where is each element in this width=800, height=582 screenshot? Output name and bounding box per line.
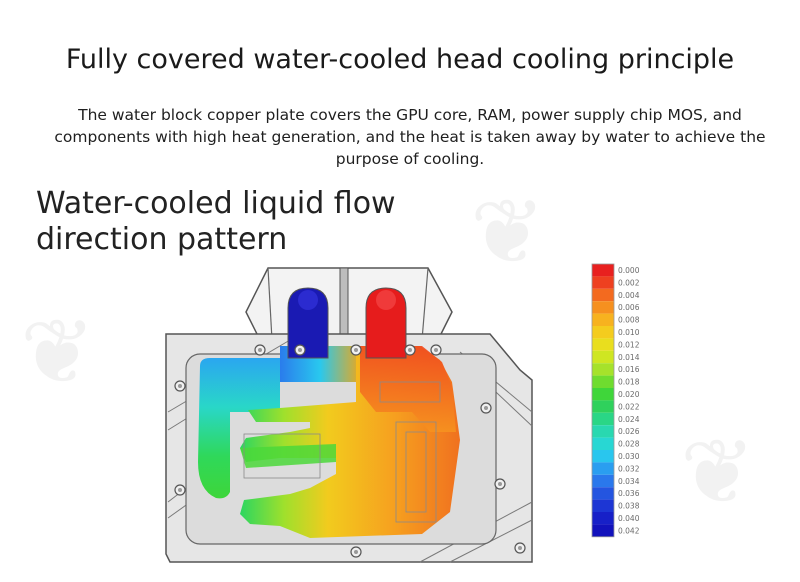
legend-label: 0.004 [618, 291, 640, 300]
fitting-line [421, 267, 429, 341]
page-description: The water block copper plate covers the … [54, 105, 766, 168]
inlet-port [287, 287, 329, 359]
legend-swatch [592, 350, 614, 364]
legend-swatch [592, 276, 614, 289]
flow-left-tongue [240, 444, 336, 468]
legend-label: 0.034 [618, 477, 640, 486]
screws [174, 344, 526, 558]
legend-swatch [592, 400, 614, 413]
outlet-port-hole [376, 290, 396, 310]
legend-label: 0.038 [618, 502, 640, 511]
flow-left-channel [198, 358, 280, 499]
flow-outlines [243, 381, 441, 523]
legend-swatch [592, 313, 614, 326]
legend-label: 0.020 [618, 390, 640, 399]
legend-swatch [592, 412, 614, 426]
legend-swatch [592, 326, 614, 339]
background-watermark: ❦ [680, 420, 756, 525]
page-title: Fully covered water-cooled head cooling … [65, 44, 735, 76]
legend-label: 0.036 [618, 489, 640, 498]
legend-swatch [592, 301, 614, 314]
flow-heading-line1: Water-cooled liquid flow [36, 186, 396, 221]
water-block-diagram [165, 267, 533, 563]
legend-label: 0.032 [618, 464, 640, 473]
legend-swatch [592, 487, 614, 500]
legend-label: 0.002 [618, 278, 640, 287]
legend-label: 0.012 [618, 340, 640, 349]
inlet-port-hole [298, 290, 318, 310]
legend-label: 0.010 [618, 328, 640, 337]
legend-swatch [592, 524, 614, 537]
flow-right-hot-zone [360, 346, 456, 432]
legend-label: 0.022 [618, 402, 640, 411]
outlet-port [365, 287, 407, 359]
legend-label: 0.000 [618, 266, 640, 275]
legend-swatch [592, 375, 614, 388]
legend-label: 0.026 [618, 427, 640, 436]
screw-centers [178, 348, 522, 554]
legend-swatch [592, 462, 614, 475]
color-scale-legend: 0.000 0.002 0.004 0.006 0.008 0.010 0.012 0.014… [591, 263, 640, 538]
legend-label: 0.024 [618, 415, 640, 424]
legend-label: 0.028 [618, 440, 640, 449]
legend-border [591, 263, 615, 538]
legend-label: 0.030 [618, 452, 640, 461]
legend-label: 0.006 [618, 303, 640, 312]
legend-swatch [592, 437, 614, 450]
fitting-line [267, 267, 273, 341]
legend-swatch [592, 474, 614, 488]
legend-swatch [592, 450, 614, 463]
flow-heading: Water-cooled liquid flow direction patte… [36, 186, 416, 258]
legend-swatch [592, 338, 614, 351]
legend-swatch [592, 363, 614, 376]
legend-label: 0.016 [618, 365, 640, 374]
fitting-bar [339, 267, 349, 341]
legend-label: 0.014 [618, 353, 640, 362]
flow-heading-line2: direction pattern [36, 222, 288, 257]
legend-label: 0.040 [618, 514, 640, 523]
legend-swatch [592, 499, 614, 512]
background-watermark: ❦ [470, 180, 546, 285]
fitting-block [245, 267, 453, 341]
legend-swatch [592, 512, 614, 525]
legend-label: 0.042 [618, 526, 640, 535]
legend-swatch [592, 264, 614, 277]
legend-swatch [592, 388, 614, 401]
legend-label: 0.008 [618, 316, 640, 325]
legend-label: 0.018 [618, 378, 640, 387]
legend-swatch [592, 288, 614, 302]
background-watermark: ❦ [20, 300, 96, 405]
legend-swatch [592, 425, 614, 438]
